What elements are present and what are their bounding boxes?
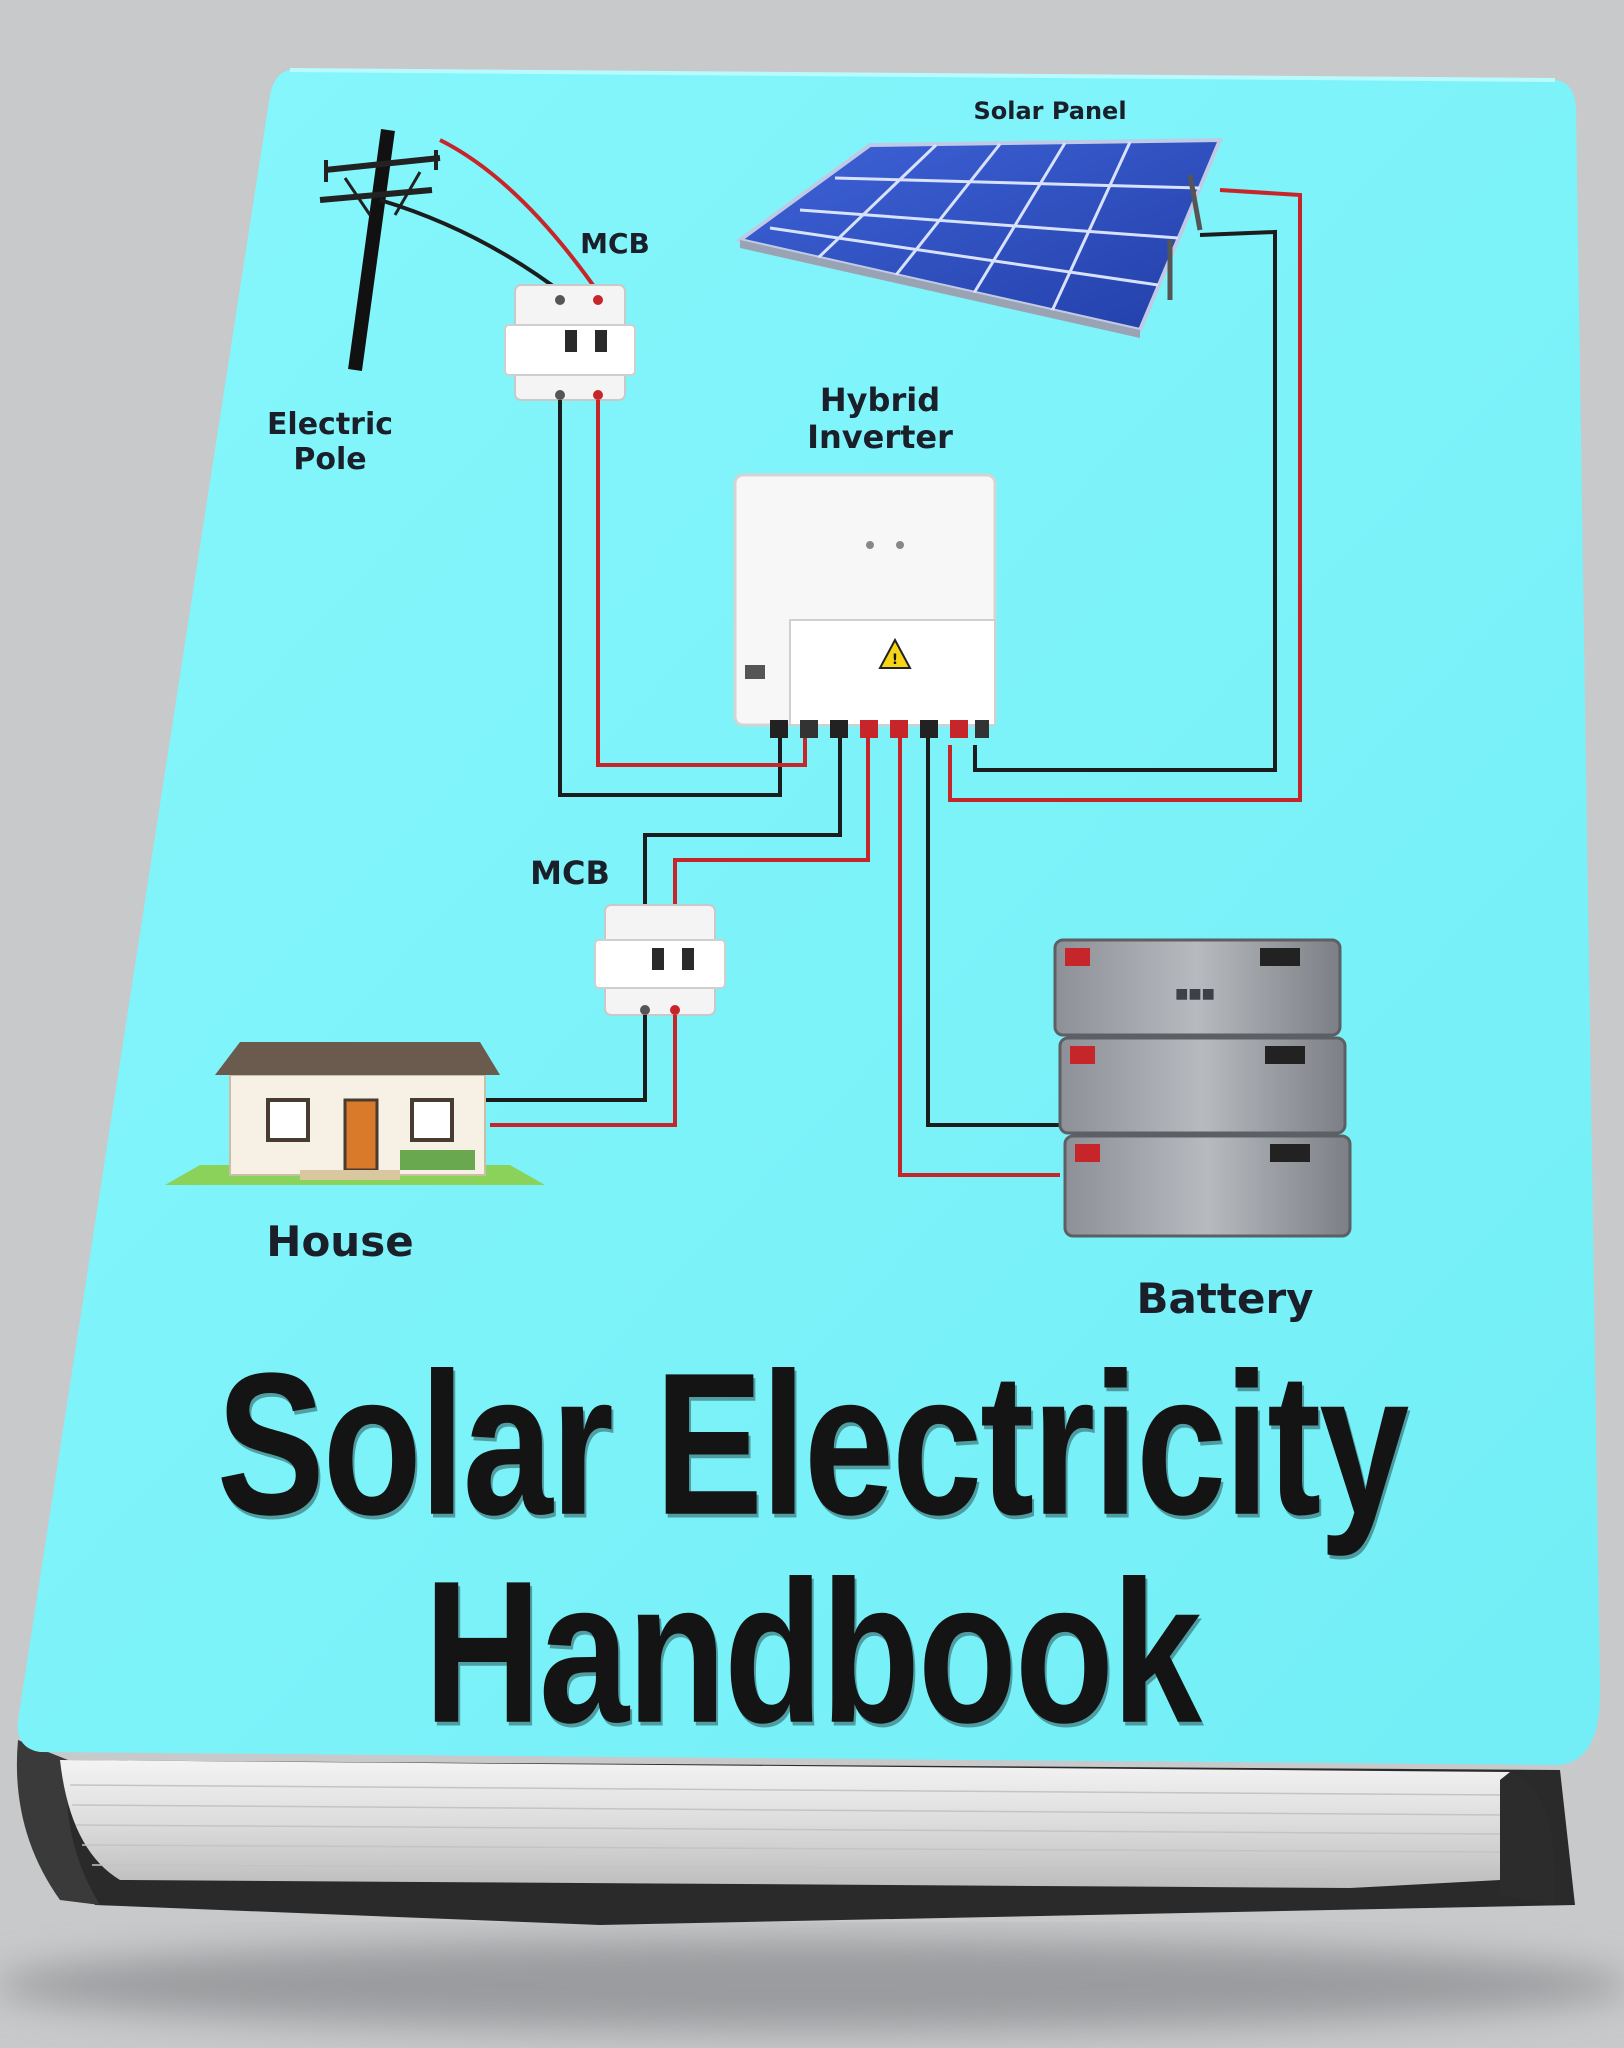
book-shadow bbox=[0, 1940, 1624, 2030]
house-feed-red bbox=[673, 738, 870, 910]
mcb-top-label: MCB bbox=[580, 227, 650, 260]
book-spine-edge bbox=[16, 1740, 100, 1905]
battery-wire-black bbox=[926, 738, 1060, 1127]
grid-wire-red bbox=[596, 400, 807, 767]
cover-title-line2: Handbook bbox=[424, 1539, 1202, 1766]
battery-stack: ■■■ bbox=[1053, 938, 1352, 1238]
battery-label: Battery bbox=[1136, 1274, 1314, 1323]
battery-wire-red bbox=[898, 738, 1060, 1177]
front-cover bbox=[17, 70, 1601, 1765]
house-label: House bbox=[266, 1217, 414, 1266]
cover-title-line1: Solar Electricity bbox=[216, 1331, 1410, 1558]
pole-wire-black bbox=[379, 198, 567, 297]
svg-text:■■■: ■■■ bbox=[1175, 986, 1215, 1002]
electric-pole-label-line2: Pole bbox=[293, 441, 367, 477]
solar-panel-label: Solar Panel bbox=[973, 97, 1127, 125]
cover-bottom-rim bbox=[1500, 1772, 1556, 1905]
svg-text:!: ! bbox=[892, 652, 898, 668]
solar-panel bbox=[735, 137, 1224, 338]
inverter-label: Hybrid Inverter bbox=[780, 382, 980, 456]
inverter-label-line1: Hybrid bbox=[819, 381, 941, 419]
mcb-bottom-label: MCB bbox=[530, 854, 610, 892]
pole-wire-red bbox=[439, 138, 602, 297]
house-illustration bbox=[165, 1042, 545, 1185]
solar-wire-black bbox=[973, 229, 1277, 772]
electric-pole-label: Electric Pole bbox=[240, 407, 420, 477]
electric-pole bbox=[319, 129, 441, 371]
electric-pole-label-line1: Electric bbox=[266, 407, 394, 442]
inverter-label-line2: Inverter bbox=[807, 417, 953, 456]
mcb-top-device bbox=[504, 284, 636, 401]
cover-edge-highlight bbox=[289, 68, 1556, 82]
hybrid-inverter: ! bbox=[733, 473, 997, 738]
mcb-bottom-device bbox=[594, 904, 726, 1016]
page-lines bbox=[69, 1784, 1506, 1871]
solar-wire-red bbox=[948, 188, 1302, 802]
house-feed-black bbox=[643, 738, 842, 910]
house-wire-black bbox=[485, 1015, 647, 1102]
house-wire-red bbox=[490, 1015, 677, 1127]
